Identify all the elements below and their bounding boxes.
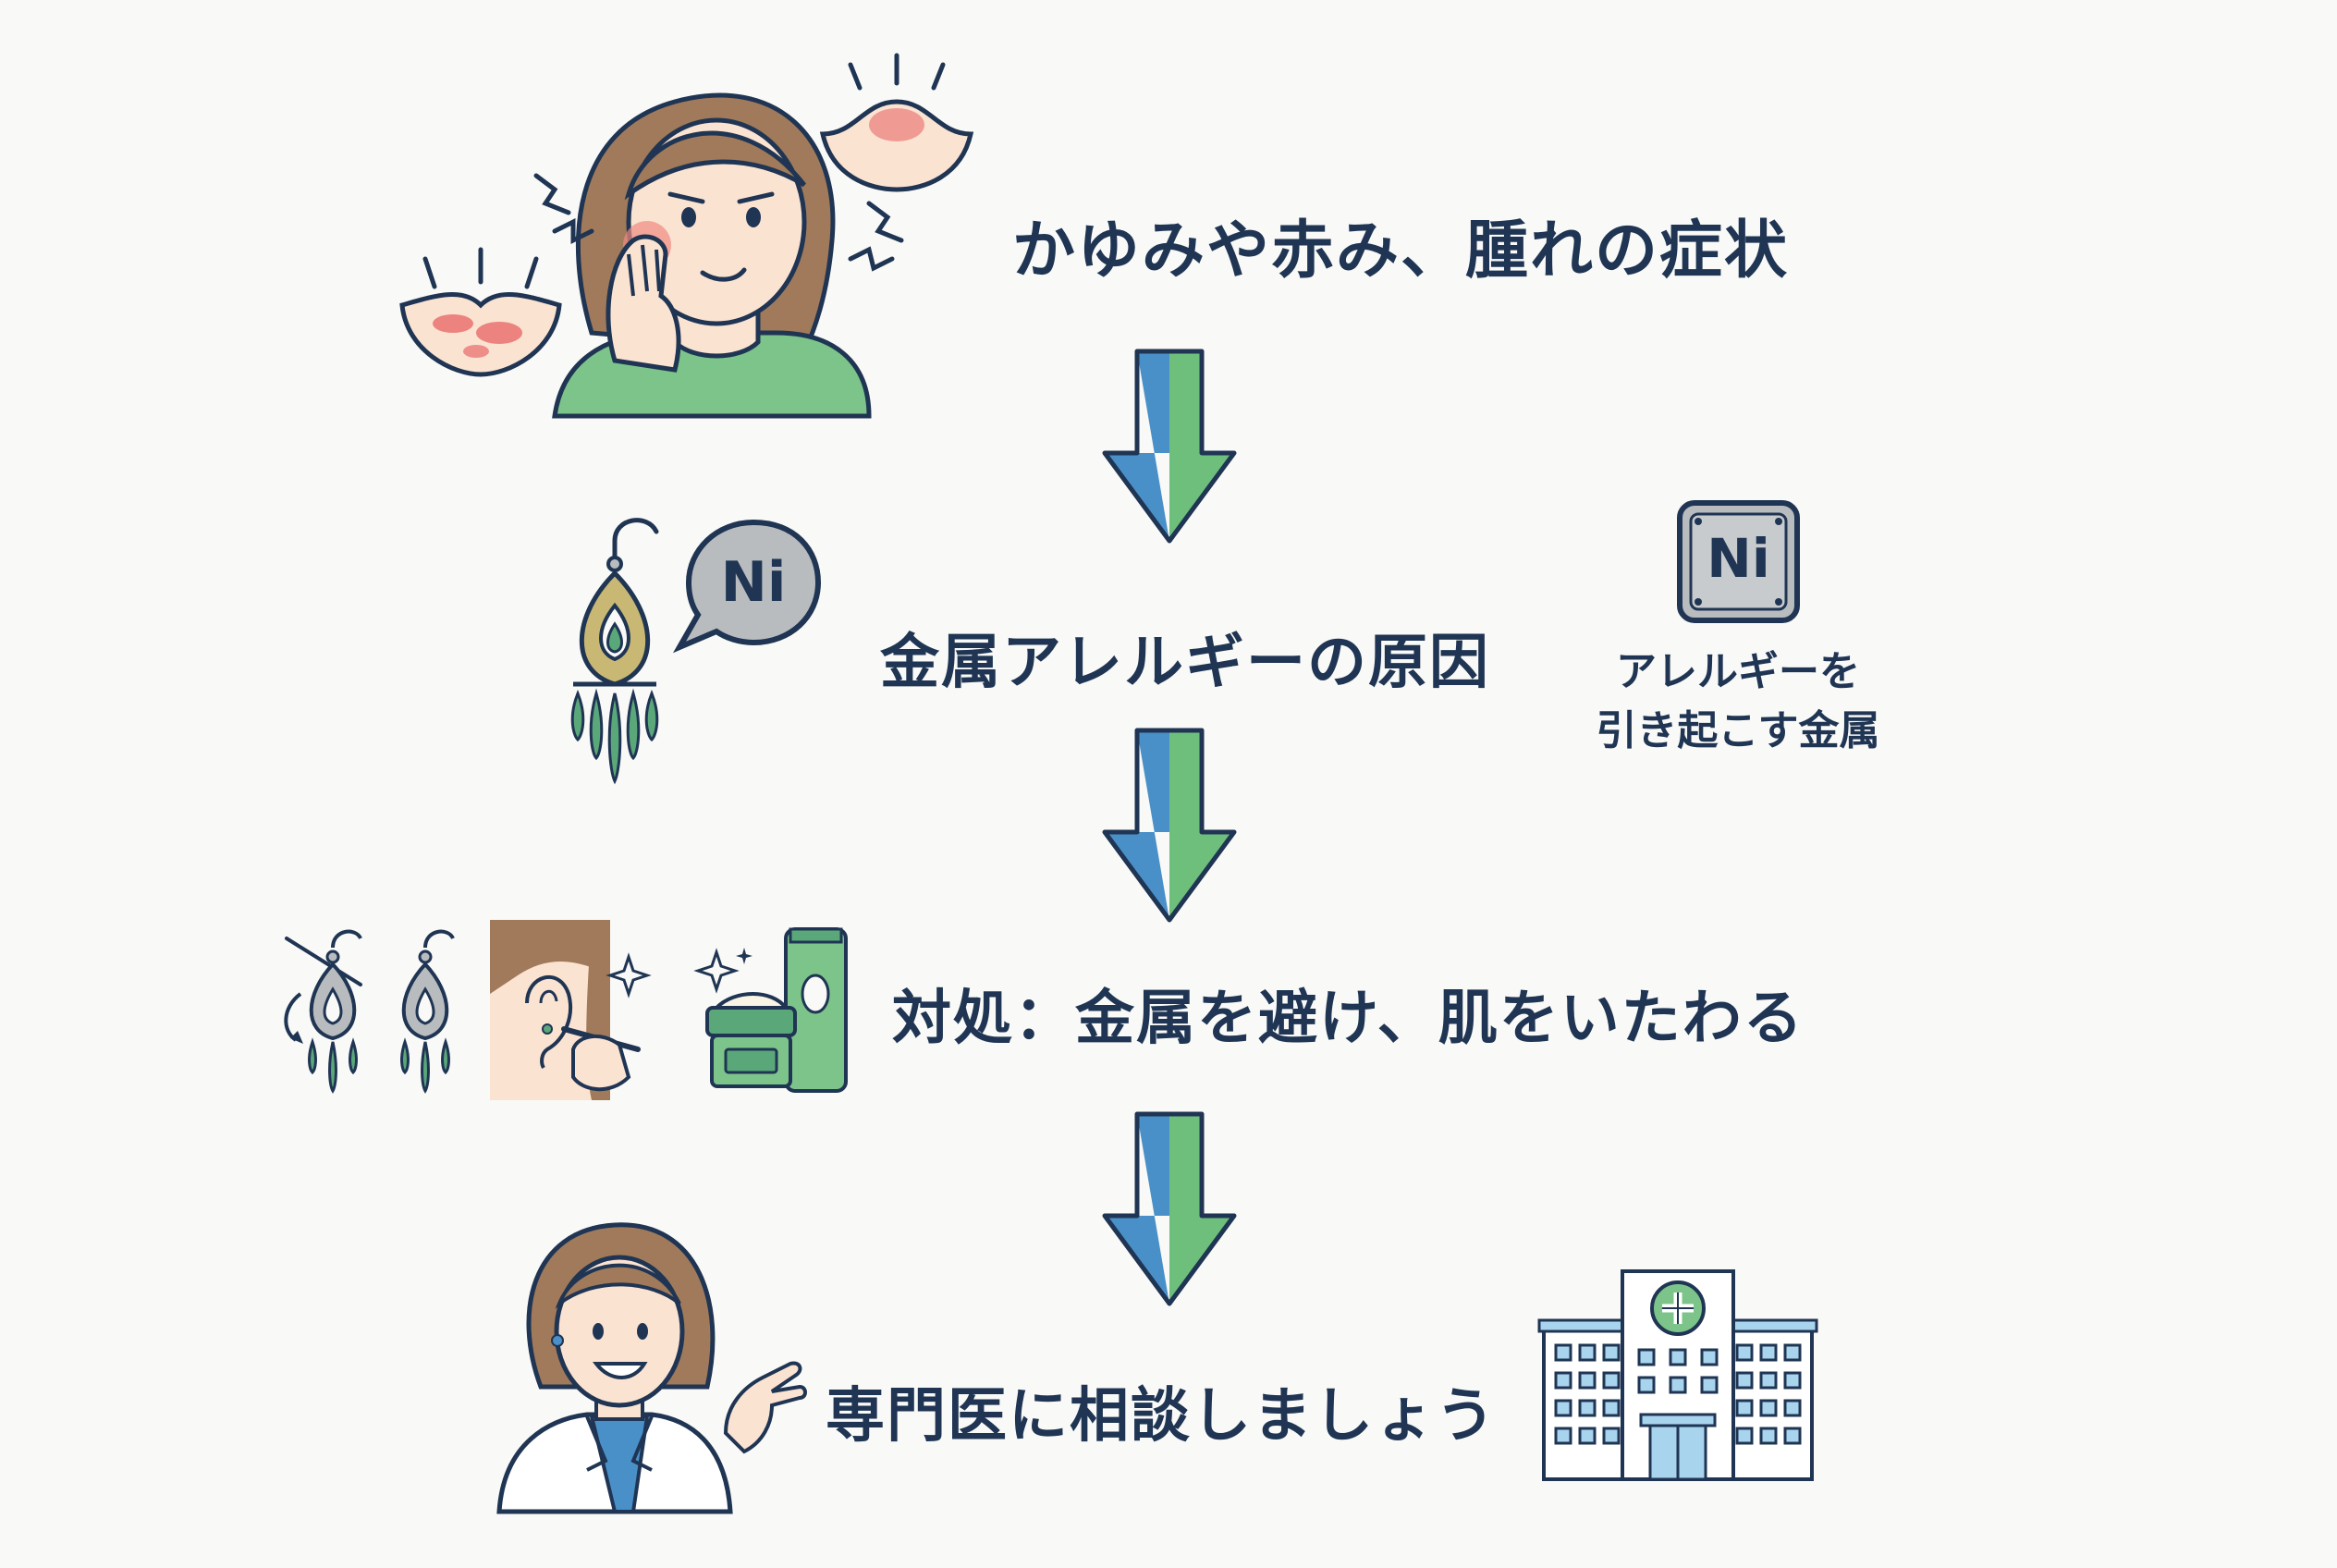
swollen-bump-icon [819,53,974,192]
step-consult-text: 専門医に相談しましょう [826,1382,1497,1451]
step-treatment-text: 対処：金属を避け、肌をいたわる [892,985,1805,1053]
remove-earrings-icon [284,929,455,1094]
down-arrow-2 [1102,728,1237,923]
woman-scratching-cheek-icon [552,92,872,419]
skincare-cream-icon [693,927,848,1093]
nickel-plate-icon: Ni [1676,499,1801,624]
hospital-building-icon [1537,1269,1818,1481]
nickel-symbol-bubble: Ni [720,550,787,615]
itch-zigzag-icon [533,173,904,272]
chandelier-earring-icon [570,518,659,785]
down-arrow-1 [1102,349,1237,544]
rash-skin-icon [399,247,562,377]
down-arrow-3 [1102,1111,1237,1306]
nickel-symbol-plate: Ni [1707,527,1770,590]
nickel-speech-bubble-icon: Ni [672,513,823,661]
ear-cleaning-icon [490,920,652,1100]
step-cause-text: 金属アレルギーの原因 [880,629,1490,697]
nickel-caption-line1: アレルギーを [1616,648,1860,695]
female-doctor-icon [496,1222,807,1514]
nickel-caption: アレルギーを 引き起こす金属 [1572,643,1904,761]
step-symptoms-text: かゆみや赤み、腫れの症状 [1012,214,1790,288]
nickel-caption-line2: 引き起こす金属 [1596,707,1880,754]
